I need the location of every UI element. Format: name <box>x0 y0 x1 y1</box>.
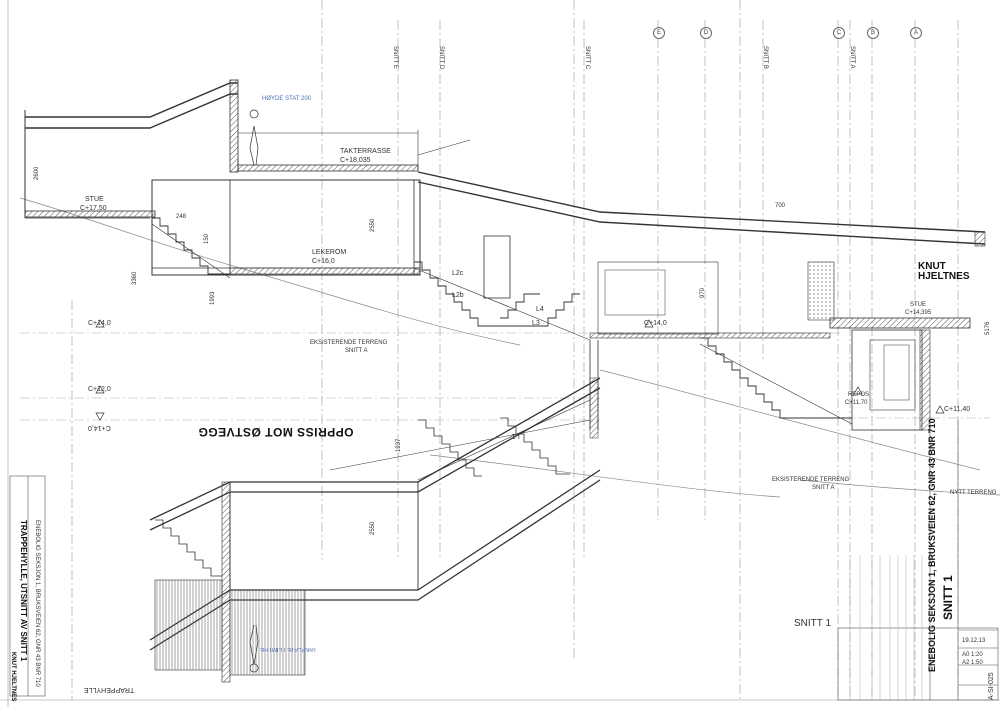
sheet-number: A-SI-025 <box>988 672 995 700</box>
level-label-1: C+14,0 <box>88 320 111 327</box>
room-stue-right: STUE <box>910 302 927 308</box>
terrain-snitt-label-2: SNITT A <box>812 485 835 491</box>
room-repos: REPOS <box>848 392 870 398</box>
dim-1993: 1993 <box>210 291 216 305</box>
grid-axis-e: E <box>653 27 665 39</box>
secondary-subtitle: ENEBOLIG SEKSJON 1, BRUKSVEIEN 62, GNR 4… <box>34 520 40 687</box>
drawing-date: 19.12.13 <box>962 638 986 644</box>
logo-small: KNUT HJELTNES <box>10 652 16 702</box>
inset-note: TAKPLATE I LIMTRE <box>260 646 317 652</box>
level-label-2: C+12,0 <box>88 386 111 393</box>
level-lekerom: C+16,0 <box>312 258 335 265</box>
level-stue: C+17,50 <box>80 205 107 212</box>
upper-section <box>24 79 986 431</box>
section-label: SNITT 1 <box>794 618 832 629</box>
snitt-e-label: SNITT E <box>392 46 398 69</box>
level-takterrasse: C+18,035 <box>340 157 371 164</box>
level-label-4: C+11,40 <box>944 406 971 413</box>
office-logo: KNUT HJELTNES <box>918 262 970 282</box>
elevation-caption: OPPRISS MOT ØSTVEGG <box>198 425 354 439</box>
logo-line-1: KNUT <box>918 261 946 272</box>
dim-150: 150 <box>204 233 210 244</box>
dim-5176: 5176 <box>985 321 991 335</box>
secondary-title: TRAPPEHYLLE, UTSNITT AV SNITT 1 <box>19 520 28 662</box>
level-repos: C+11,70 <box>845 400 868 406</box>
stair-note: TRAPPEHYLLE <box>84 686 135 693</box>
room-lekerom: LEKEROM <box>312 249 347 256</box>
dim-700: 700 <box>775 203 786 209</box>
level-markers <box>95 319 945 421</box>
logo-line-2: HJELTNES <box>918 271 970 282</box>
snitt-c-label: SNITT C <box>584 46 590 70</box>
grid-axis-a: A <box>910 27 922 39</box>
takterrasse-note: HØYDE STAT 200 <box>262 96 312 102</box>
snitt-d-label: SNITT D <box>438 46 444 70</box>
terrain-label-1: EKSISTERENDE TERRENG <box>310 340 388 346</box>
dim-970: 970 <box>700 287 706 298</box>
terrain-snitt-label-1: SNITT A <box>345 348 368 354</box>
stair-mark-l2c: L2c <box>452 270 464 277</box>
drawing-subtitle: ENEBOLIG SEKSJON 1, BRUKSVEIEN 62, GNR 4… <box>927 418 937 672</box>
stair-mark-l4: L4 <box>536 306 544 313</box>
dim-248: 248 <box>176 214 187 220</box>
stair-mark-l2b: L2b <box>452 292 464 299</box>
dim-2600: 2600 <box>34 166 40 180</box>
room-stue: STUE <box>85 196 104 203</box>
snitt-a-label: SNITT A <box>849 46 855 69</box>
level-label-5: C+14,0 <box>644 320 667 327</box>
dim-2550: 2550 <box>370 218 376 232</box>
grid-axis-d: D <box>700 27 712 39</box>
dim-2550-inset: 2550 <box>370 521 376 535</box>
terrain-label-new: NYTT TERRENG <box>950 490 997 496</box>
grid-axis-b: B <box>867 27 879 39</box>
dim-1937: 1937 <box>396 438 402 452</box>
scale-a0: A0 1:20 <box>962 652 983 658</box>
terrain-label-2: EKSISTERENDE TERRENG <box>772 477 850 483</box>
drawing-title: SNITT 1 <box>941 575 955 620</box>
snitt-b-label: SNITT B <box>762 46 768 69</box>
lower-inset <box>149 377 601 683</box>
stair-mark-l3: L3 <box>532 320 540 327</box>
dim-3360: 3360 <box>132 271 138 285</box>
grid-axis-c: C <box>833 27 845 39</box>
room-takterrasse: TAKTERRASSE <box>340 148 391 155</box>
level-stue-right: C+14,395 <box>905 310 932 316</box>
level-lines <box>20 332 990 421</box>
title-block-frame <box>9 420 999 701</box>
level-label-3: C+14,0 <box>88 424 111 431</box>
stair-mark-l1: L1 <box>512 432 520 439</box>
revision-table <box>849 555 923 700</box>
scale-a2: A2 1:50 <box>962 660 983 666</box>
